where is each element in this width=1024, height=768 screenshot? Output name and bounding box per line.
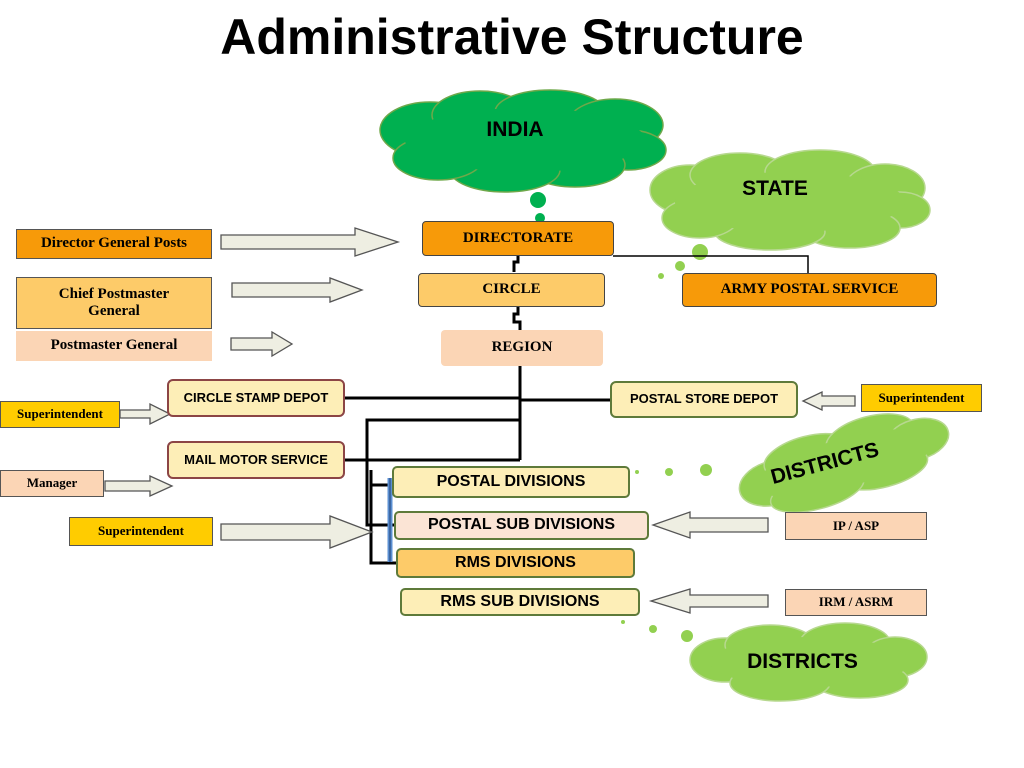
cloud-districts-bottom-bubbles (621, 620, 693, 642)
irm-asrm-box: IRM / ASRM (785, 589, 927, 616)
arrow-superintendent-left (220, 515, 374, 549)
director-general-posts-box: Director General Posts (16, 229, 212, 259)
circle-stamp-depot-box: CIRCLE STAMP DEPOT (167, 379, 345, 417)
arrow-cpmg (231, 277, 364, 303)
cloud-districts-top (738, 413, 950, 514)
superintendent-store-box: Superintendent (861, 384, 982, 412)
circle-box: CIRCLE (418, 273, 605, 307)
mail-motor-service-box: MAIL MOTOR SERVICE (167, 441, 345, 479)
ip-asp-box: IP / ASP (785, 512, 927, 540)
superintendent-left-box: Superintendent (69, 517, 213, 546)
connector-lines (345, 255, 809, 565)
arrow-pmg (230, 330, 294, 358)
cloud-state-label: STATE (742, 177, 808, 200)
manager-box: Manager (0, 470, 104, 497)
arrow-manager (104, 474, 174, 498)
postmaster-general-box: Postmaster General (16, 331, 212, 361)
arrows-left (648, 390, 856, 614)
cloud-state (649, 149, 931, 251)
arrows-right (104, 227, 401, 549)
postal-divisions-box: POSTAL DIVISIONS (392, 466, 630, 498)
region-box: REGION (441, 330, 603, 366)
postal-store-depot-box: POSTAL STORE DEPOT (610, 381, 798, 418)
cloud-districts-bottom-label: DISTRICTS (747, 650, 858, 673)
arrow-ip (651, 511, 769, 539)
cloud-districts-bottom (689, 622, 928, 702)
cloud-india-label: INDIA (486, 118, 544, 141)
army-postal-service-box: ARMY POSTAL SERVICE (682, 273, 937, 307)
cloud-districts-top-bubbles (635, 464, 712, 476)
chief-postmaster-general-box: Chief Postmaster General (16, 277, 212, 329)
page-title: Administrative Structure (220, 9, 804, 65)
arrow-irm (648, 588, 769, 614)
directorate-box: DIRECTORATE (422, 221, 614, 256)
cloud-india (379, 89, 667, 193)
arrow-dg (220, 227, 401, 257)
rms-divisions-box: RMS DIVISIONS (396, 548, 635, 578)
rms-sub-divisions-box: RMS SUB DIVISIONS (400, 588, 640, 616)
superintendent-stamp-box: Superintendent (0, 401, 120, 428)
arrow-store (801, 390, 856, 412)
postal-sub-divisions-box: POSTAL SUB DIVISIONS (394, 511, 649, 540)
arrow-stamp (119, 402, 172, 426)
